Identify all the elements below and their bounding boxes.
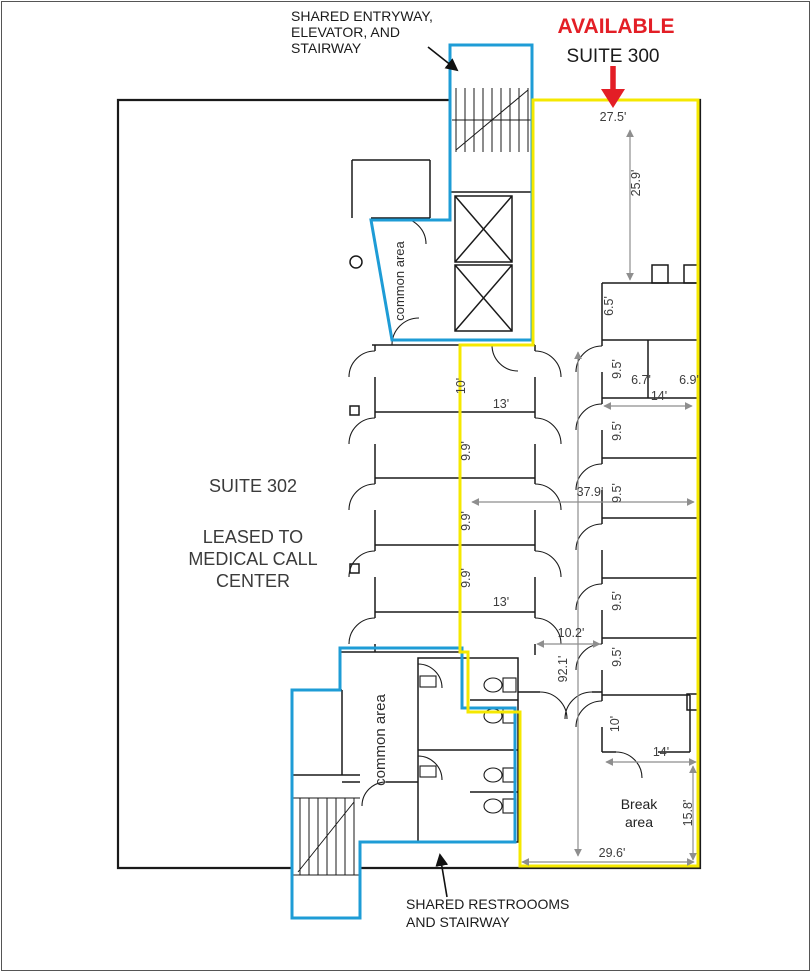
dim-14-top: 14' <box>651 389 667 403</box>
dim-37-9: 37.9' <box>577 485 604 499</box>
wall-fixture <box>349 405 360 416</box>
available-arrow-icon <box>601 66 625 108</box>
shared-area-boundaries <box>290 43 534 920</box>
dim-29-6: 29.6' <box>599 846 626 860</box>
dim-6-9: 6.9' <box>679 373 699 387</box>
available-arrow-head <box>601 89 625 108</box>
dim-9-5-d: 9.5' <box>610 591 624 611</box>
dim-13-bottom: 13' <box>493 595 509 609</box>
dim-10-2: 10.2' <box>558 626 585 640</box>
suite-300-boundary <box>458 98 700 868</box>
entry-pointer-arrow-icon <box>427 46 459 72</box>
leased-line1: LEASED TO <box>203 527 303 547</box>
restroom-walls <box>417 657 519 843</box>
toilet-icon <box>483 677 503 693</box>
available-label: AVAILABLE <box>557 15 674 38</box>
sink-icon <box>419 765 437 778</box>
annotation-arrows <box>427 46 459 898</box>
interior-walls <box>292 159 701 843</box>
toilet-icon <box>483 767 503 783</box>
break-area-line1: Break <box>621 796 659 812</box>
dimension-lines <box>471 129 697 866</box>
common-area-top-label: common area <box>392 240 407 320</box>
bottom-common-walls <box>292 689 602 783</box>
wall-column <box>651 264 669 284</box>
dim-9-5-e: 9.5' <box>610 647 624 667</box>
right-room-walls <box>601 282 700 753</box>
dim-14-bottom: 14' <box>653 745 669 759</box>
shared-restrooms-line2: AND STAIRWAY <box>406 914 510 930</box>
dim-9-5-b: 9.5' <box>610 421 624 441</box>
top-stairway-icon <box>452 88 532 152</box>
dim-92-1: 92.1' <box>556 656 570 683</box>
dim-27-5: 27.5' <box>600 110 627 124</box>
dim-9-5-c: 9.5' <box>610 483 624 503</box>
dim-9-9-c: 9.9' <box>459 568 473 588</box>
bottom-stairway-icon <box>292 797 360 876</box>
dim-9-9-b: 9.9' <box>459 511 473 531</box>
shared-entry-label-line2: ELEVATOR, AND <box>291 24 400 40</box>
suite-302-title: SUITE 302 <box>209 476 297 496</box>
dim-10-left: 10' <box>454 378 468 394</box>
dim-15-8: 15.8' <box>681 800 695 827</box>
common-area-bottom-label: common area <box>372 693 389 785</box>
stair-treads <box>292 88 532 876</box>
shared-restrooms-line1: SHARED RESTROOOMS <box>406 896 569 912</box>
dim-25-9: 25.9' <box>629 170 643 197</box>
leased-line3: CENTER <box>216 571 290 591</box>
shared-entry-label-line1: SHARED ENTRYWAY, <box>291 8 433 24</box>
dim-13-top: 13' <box>493 397 509 411</box>
dim-9-9-a: 9.9' <box>459 441 473 461</box>
dim-9-5-a: 9.5' <box>610 359 624 379</box>
shared-area-boundary-bottom <box>290 646 517 920</box>
leased-line2: MEDICAL CALL <box>188 549 317 569</box>
dim-6-7: 6.7' <box>631 373 651 387</box>
entry-walls <box>351 159 532 219</box>
dim-10-right: 10' <box>608 716 622 732</box>
shared-entry-label-line3: STAIRWAY <box>291 40 362 56</box>
restroom-pointer-arrow-icon <box>435 853 449 898</box>
dim-6-5: 6.5' <box>602 296 616 316</box>
sink-icon <box>419 675 437 688</box>
break-area-line2: area <box>625 814 653 830</box>
toilet-icon <box>502 677 517 693</box>
column-circle <box>349 255 363 269</box>
elevator-shafts <box>454 195 513 332</box>
toilet-icon <box>483 798 503 814</box>
wall-column <box>686 693 701 711</box>
wall-column <box>683 264 701 284</box>
suite-300-label: SUITE 300 <box>567 46 660 67</box>
shared-area-boundary-top <box>369 43 534 342</box>
